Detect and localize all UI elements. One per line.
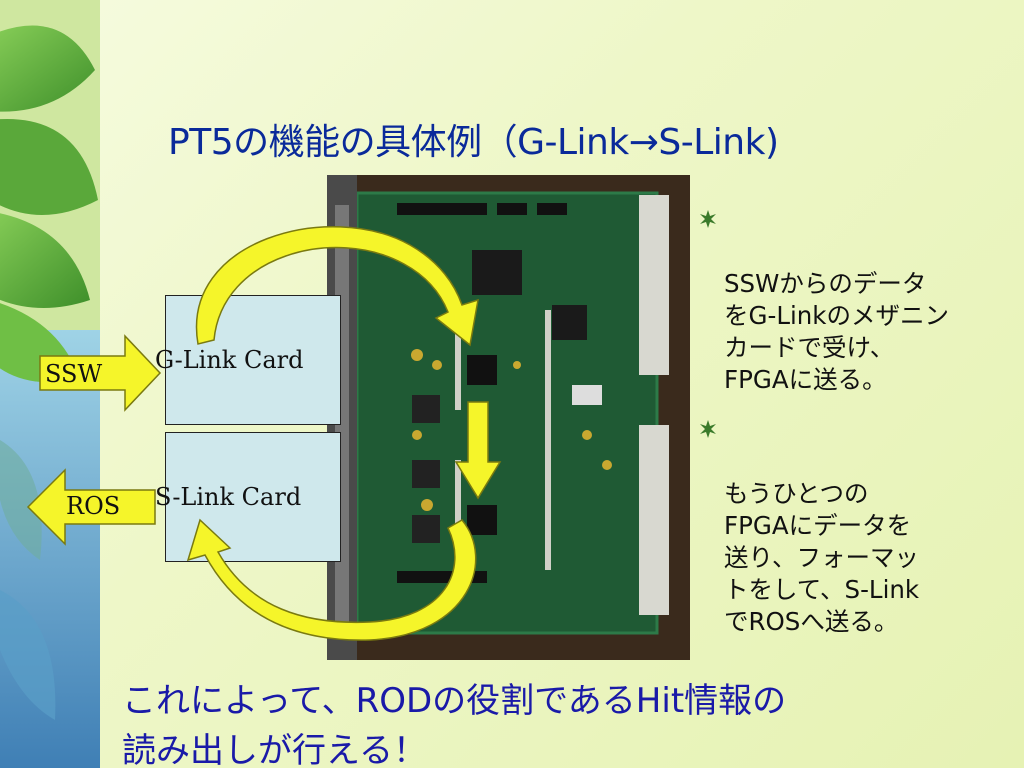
bullet-item: もうひとつの FPGAにデータを 送り、フォーマッ トをして、S-Link でR… xyxy=(696,414,1024,638)
leaf-bullet-icon xyxy=(700,210,716,228)
bullet-item: SSWからのデータ をG-Linkのメザニン カードで受け、 FPGAに送る。 xyxy=(696,204,1024,396)
footer-text: これによって、RODの役割であるHit情報の 読み出しが行える！ xyxy=(122,681,787,771)
bullet-text: もうひとつの FPGAにデータを 送り、フォーマッ トをして、S-Link でR… xyxy=(724,479,920,636)
leaf-bullet-icon xyxy=(700,420,716,438)
bullet-text: SSWからのデータ をG-Linkのメザニン カードで受け、 FPGAに送る。 xyxy=(724,269,949,394)
g-link-card-label: G-Link Card xyxy=(155,346,304,374)
slide-title: PT5の機能の具体例（G-Link→S-Link) xyxy=(168,122,779,163)
s-link-card-label: S-Link Card xyxy=(155,483,302,511)
ros-arrow-label: ROS xyxy=(66,492,121,520)
bullet-list: SSWからのデータ をG-Linkのメザニン カードで受け、 FPGAに送る。 … xyxy=(696,204,1024,656)
circuit-board-photo xyxy=(327,175,690,660)
ssw-arrow-label: SSW xyxy=(45,360,103,388)
